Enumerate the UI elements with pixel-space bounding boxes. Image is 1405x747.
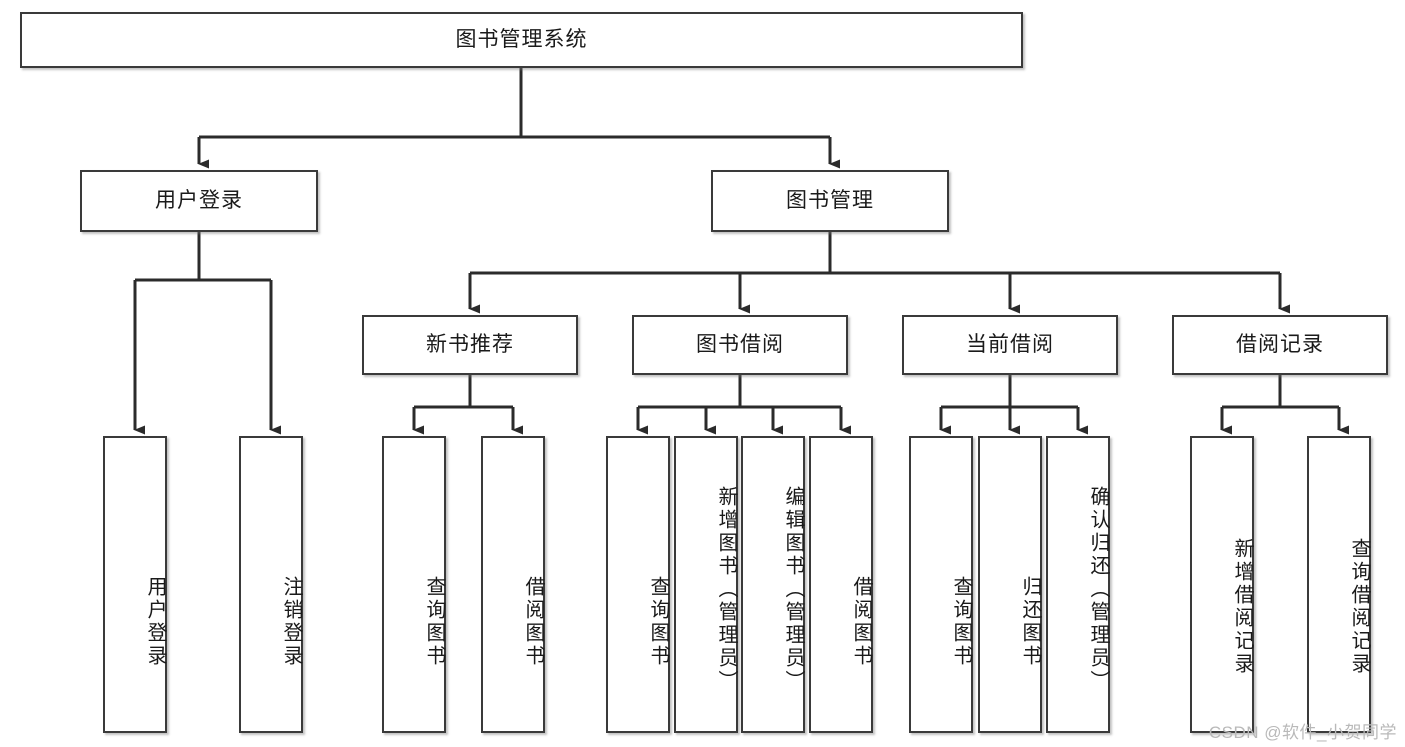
leaf-current-borrow-query-book[interactable]: 查询图书 <box>909 436 973 733</box>
leaf-user-login-login[interactable]: 用户登录 <box>103 436 167 733</box>
node-label: 用户登录 <box>144 576 166 668</box>
node-root-book-management-system[interactable]: 图书管理系统 <box>20 12 1023 68</box>
node-label: 新书推荐 <box>426 333 514 357</box>
node-label: 借阅图书 <box>522 576 544 668</box>
node-label: 编辑图书（管理员） <box>782 486 804 693</box>
node-label: 查询借阅记录 <box>1348 537 1370 676</box>
node-label: 查询图书 <box>950 576 972 668</box>
node-label: 归还图书 <box>1019 576 1041 668</box>
leaf-book-borrow-query-book[interactable]: 查询图书 <box>606 436 670 733</box>
csdn-watermark: CSDN @软件_小贺同学 <box>1208 723 1397 742</box>
node-book-management[interactable]: 图书管理 <box>711 170 949 232</box>
leaf-borrow-record-query-record[interactable]: 查询借阅记录 <box>1307 436 1371 733</box>
node-label: 注销登录 <box>280 576 302 668</box>
leaf-borrow-record-add-record[interactable]: 新增借阅记录 <box>1190 436 1254 733</box>
node-label: 确认归还（管理员） <box>1087 486 1109 693</box>
node-current-borrow[interactable]: 当前借阅 <box>902 315 1118 375</box>
leaf-book-borrow-borrow-book[interactable]: 借阅图书 <box>809 436 873 733</box>
node-label: 查询图书 <box>423 576 445 668</box>
node-label: 借阅图书 <box>850 576 872 668</box>
node-label: 当前借阅 <box>966 333 1054 357</box>
node-label: 借阅记录 <box>1236 333 1324 357</box>
node-label: 图书管理 <box>786 189 874 213</box>
node-user-login[interactable]: 用户登录 <box>80 170 318 232</box>
node-new-book-recommend[interactable]: 新书推荐 <box>362 315 578 375</box>
node-label: 图书借阅 <box>696 333 784 357</box>
node-label: 新增借阅记录 <box>1231 537 1253 676</box>
node-label: 查询图书 <box>647 576 669 668</box>
leaf-current-borrow-return-book[interactable]: 归还图书 <box>978 436 1042 733</box>
node-borrow-record[interactable]: 借阅记录 <box>1172 315 1388 375</box>
node-label: 图书管理系统 <box>455 28 588 52</box>
leaf-new-book-query-book[interactable]: 查询图书 <box>382 436 446 733</box>
leaf-book-borrow-add-book-admin[interactable]: 新增图书（管理员） <box>674 436 738 733</box>
leaf-user-login-logout[interactable]: 注销登录 <box>239 436 303 733</box>
leaf-current-borrow-confirm-return-admin[interactable]: 确认归还（管理员） <box>1046 436 1110 733</box>
leaf-book-borrow-edit-book-admin[interactable]: 编辑图书（管理员） <box>741 436 805 733</box>
node-book-borrow[interactable]: 图书借阅 <box>632 315 848 375</box>
node-label: 用户登录 <box>155 189 243 213</box>
node-label: 新增图书（管理员） <box>715 486 737 693</box>
leaf-new-book-borrow-book[interactable]: 借阅图书 <box>481 436 545 733</box>
